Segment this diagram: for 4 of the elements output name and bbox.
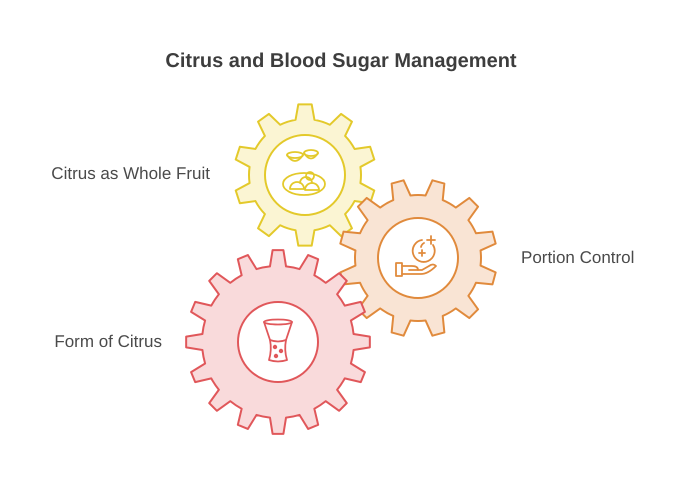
- gear-label: Form of Citrus: [54, 332, 162, 352]
- title: Citrus and Blood Sugar Management: [164, 50, 518, 73]
- gear-label: Citrus as Whole Fruit: [51, 164, 210, 184]
- gear-label: Portion Control: [521, 248, 634, 268]
